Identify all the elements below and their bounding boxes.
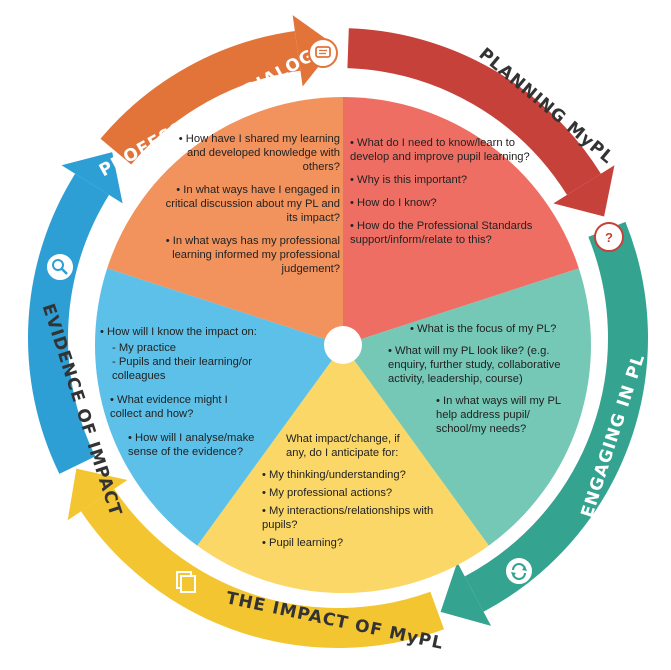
impact-arrowhead — [67, 468, 128, 521]
evidence-questions: • How will I know the impact on: - My pr… — [100, 325, 290, 459]
planning-arrowhead — [553, 165, 615, 217]
segment-planning — [343, 97, 579, 345]
evidence-q1b: - Pupils and their learning/or colleague… — [112, 356, 252, 382]
evidence-q3: • How will I analyse/make sense of the e… — [128, 432, 255, 458]
impact-q1: • My thinking/understanding? — [262, 469, 406, 481]
outer-ring — [28, 15, 648, 648]
dialogue-arrow — [100, 31, 301, 165]
planning-arrow — [347, 28, 601, 196]
segment-dialogue — [107, 97, 343, 345]
evidence-q1a: - My practice — [112, 342, 177, 354]
svg-text:?: ? — [605, 230, 613, 245]
engaging-questions: • What is the focus of my PL? • What wil… — [388, 322, 578, 436]
evidence-q2: • What evidence might I collect and how? — [110, 394, 228, 420]
evidence-q1: • How will I know the impact on: — [100, 326, 257, 338]
impact-intro: What impact/change, if any, do I anticip… — [286, 433, 400, 459]
engaging-q2: • What will my PL look like? (e.g. enqui… — [388, 345, 561, 385]
stacked-pages-icon — [176, 571, 196, 593]
engaging-arrowhead — [440, 562, 492, 626]
impact-questions: What impact/change, if any, do I anticip… — [262, 432, 452, 550]
impact-arrow — [81, 488, 445, 648]
planning-questions: • What do I need to know/learn to develo… — [350, 136, 550, 247]
segment-evidence — [95, 268, 343, 546]
impact-q4: • Pupil learning? — [262, 537, 344, 549]
planning-q1: • What do I need to know/learn to develo… — [350, 137, 530, 163]
pie-segments — [95, 97, 591, 593]
segment-impact — [197, 345, 489, 593]
speech-bubble-icon — [308, 38, 338, 68]
dialogue-q2: • In what ways have I engaged in critica… — [165, 184, 340, 224]
question-bubble-icon: ? — [594, 222, 624, 252]
planning-q4: • How do the Professional Standards supp… — [350, 220, 533, 246]
magnifier-icon — [45, 252, 75, 282]
evidence-arrow — [28, 173, 110, 474]
impact-q2: • My professional actions? — [262, 487, 393, 499]
engaging-q3: • In what ways will my PL help address p… — [436, 395, 561, 435]
dialogue-q3: • In what ways has my professional learn… — [165, 235, 340, 275]
center-hub — [324, 326, 362, 364]
refresh-cycle-icon — [504, 556, 534, 586]
dialogue-questions: • How have I shared my learning and deve… — [160, 132, 340, 276]
segment-engaging — [343, 268, 591, 546]
impact-q3: • My interactions/relationships with pup… — [262, 505, 434, 531]
evidence-arrowhead — [61, 152, 123, 204]
planning-q3: • How do I know? — [350, 197, 437, 209]
engaging-q1: • What is the focus of my PL? — [410, 323, 557, 335]
planning-q2: • Why is this important? — [350, 174, 468, 186]
dialogue-q1: • How have I shared my learning and deve… — [178, 133, 340, 173]
